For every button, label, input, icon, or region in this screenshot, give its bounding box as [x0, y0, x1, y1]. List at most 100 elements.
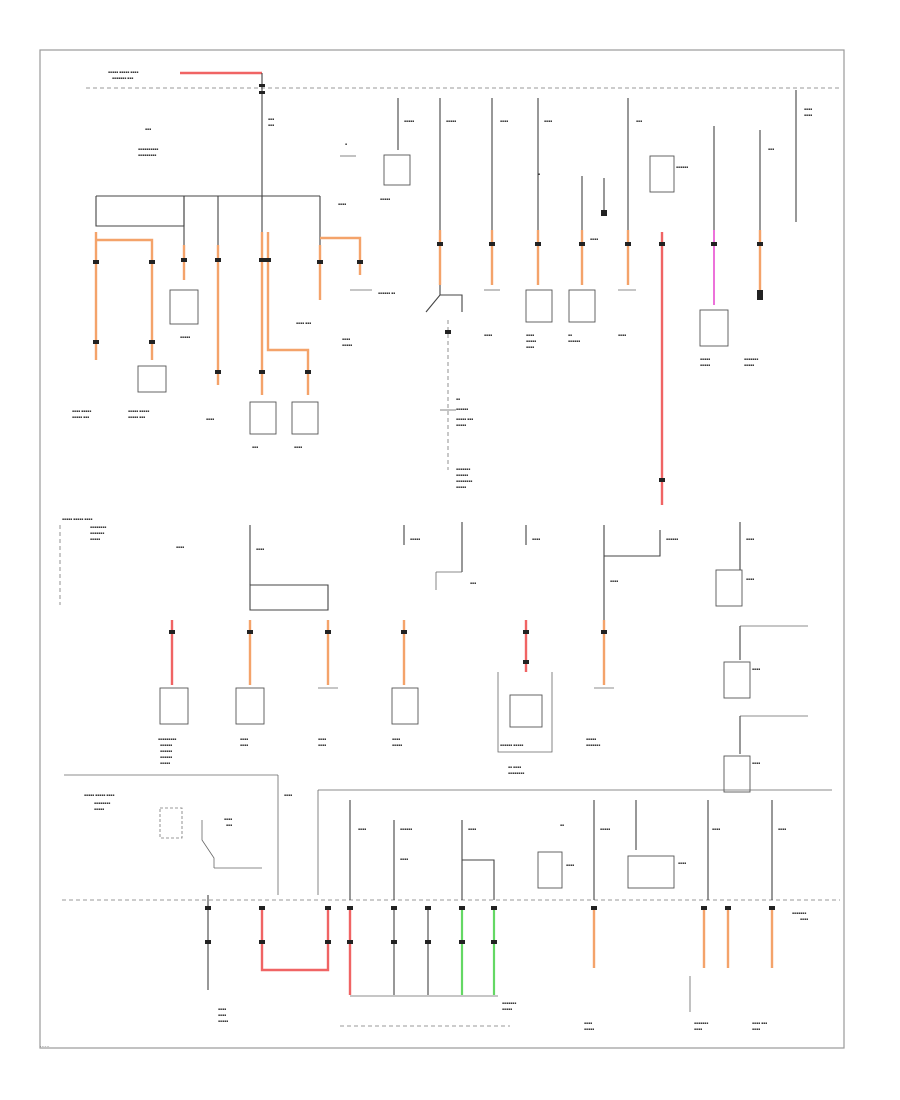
svg-text:▪▪▪▪▪▪▪▪: ▪▪▪▪▪▪▪▪	[508, 771, 524, 775]
svg-text:▪▪▪▪▪: ▪▪▪▪▪	[600, 827, 610, 831]
svg-text:▪▪▪▪▪▪▪: ▪▪▪▪▪▪▪	[694, 1021, 708, 1025]
svg-text:▪▪▪▪▪: ▪▪▪▪▪	[446, 119, 456, 123]
svg-text:▪▪▪▪▪: ▪▪▪▪▪	[90, 537, 100, 541]
svg-text:▪▪ ▪▪▪▪: ▪▪ ▪▪▪▪	[508, 765, 521, 769]
svg-text:▪▪▪▪: ▪▪▪▪	[342, 337, 350, 341]
svg-text:▪▪▪▪: ▪▪▪▪	[500, 119, 508, 123]
svg-text:▪▪▪▪▪ ▪▪▪▪▪ ▪▪▪▪: ▪▪▪▪▪ ▪▪▪▪▪ ▪▪▪▪	[108, 70, 138, 74]
svg-text:▪▪▪▪▪▪: ▪▪▪▪▪▪	[160, 743, 172, 747]
svg-text:▪▪▪▪: ▪▪▪▪	[584, 1021, 592, 1025]
svg-text:▪▪▪▪: ▪▪▪▪	[400, 857, 408, 861]
bottom-section: ▪▪▪▪▪ ▪▪▪▪▪ ▪▪▪▪ ▪▪▪▪▪▪▪▪ ▪▪▪▪▪ ▪▪▪▪ ▪▪▪…	[62, 774, 840, 1031]
svg-text:▪▪▪: ▪▪▪	[768, 147, 774, 151]
svg-text:▪▪▪▪: ▪▪▪▪	[358, 827, 366, 831]
svg-text:▪▪▪▪: ▪▪▪▪	[804, 113, 812, 117]
svg-text:▪▪▪▪: ▪▪▪▪	[294, 445, 302, 449]
svg-text:▪▪▪▪▪: ▪▪▪▪▪	[700, 363, 710, 367]
svg-text:▪▪▪▪: ▪▪▪▪	[318, 737, 326, 741]
svg-text:▪▪▪▪ ▪▪▪: ▪▪▪▪ ▪▪▪	[296, 321, 311, 325]
svg-text:▪▪▪▪: ▪▪▪▪	[224, 817, 232, 821]
svg-text:▪▪▪▪: ▪▪▪▪	[526, 345, 534, 349]
svg-text:▪▪▪: ▪▪▪	[268, 123, 274, 127]
svg-text:▪▪▪▪: ▪▪▪▪	[532, 537, 540, 541]
svg-text:▪▪▪▪: ▪▪▪▪	[468, 827, 476, 831]
svg-text:▪▪▪▪▪: ▪▪▪▪▪	[380, 197, 390, 201]
svg-text:▪▪▪▪: ▪▪▪▪	[544, 119, 552, 123]
svg-text:▪▪▪▪▪: ▪▪▪▪▪	[404, 119, 414, 123]
svg-text:▪▪▪▪▪: ▪▪▪▪▪	[700, 357, 710, 361]
svg-text:▪▪▪▪: ▪▪▪▪	[284, 793, 292, 797]
svg-text:▪▪▪▪▪▪▪▪▪▪: ▪▪▪▪▪▪▪▪▪▪	[138, 147, 158, 151]
svg-text:▪▪▪: ▪▪▪	[268, 117, 274, 121]
svg-text:▪▪▪▪: ▪▪▪▪	[752, 667, 760, 671]
svg-text:▪▪▪▪: ▪▪▪▪	[338, 202, 346, 206]
svg-text:▪▪▪▪▪ ▪▪▪▪▪ ▪▪▪▪: ▪▪▪▪▪ ▪▪▪▪▪ ▪▪▪▪	[84, 793, 114, 797]
svg-text:▪▪▪▪▪ ▪▪▪▪▪ ▪▪▪▪: ▪▪▪▪▪ ▪▪▪▪▪ ▪▪▪▪	[62, 517, 92, 521]
svg-text:▪▪▪▪: ▪▪▪▪	[804, 107, 812, 111]
svg-text:▪▪▪▪: ▪▪▪▪	[318, 743, 326, 747]
svg-text:▪▪▪▪ ▪▪▪▪▪: ▪▪▪▪ ▪▪▪▪▪	[72, 409, 91, 413]
top-section: ▪▪▪▪▪ ▪▪▪▪▪ ▪▪▪▪ ▪▪▪▪▪▪▪ ▪▪▪ ▪▪▪ ▪▪▪ ▪▪▪…	[72, 70, 840, 505]
svg-text:▪▪▪▪: ▪▪▪▪	[694, 1027, 702, 1031]
svg-text:▪▪▪: ▪▪▪	[470, 581, 476, 585]
svg-text:▪▪▪▪▪▪▪: ▪▪▪▪▪▪▪	[744, 357, 758, 361]
svg-text:▪▪▪▪▪: ▪▪▪▪▪	[410, 537, 420, 541]
svg-text:▪▪▪▪▪▪▪▪: ▪▪▪▪▪▪▪▪	[90, 525, 106, 529]
svg-text:▪▪▪▪▪▪ ▪▪▪▪▪: ▪▪▪▪▪▪ ▪▪▪▪▪	[500, 743, 523, 747]
svg-text:▪▪▪: ▪▪▪	[226, 823, 232, 827]
svg-text:▪▪▪▪: ▪▪▪▪	[752, 761, 760, 765]
svg-text:▪▪▪▪▪▪ ▪▪: ▪▪▪▪▪▪ ▪▪	[378, 291, 395, 295]
page-label: ......	[40, 1043, 50, 1049]
svg-text:▪▪▪▪▪▪▪: ▪▪▪▪▪▪▪	[586, 743, 600, 747]
svg-text:▪▪▪▪▪ ▪▪▪: ▪▪▪▪▪ ▪▪▪	[72, 415, 89, 419]
svg-text:▪▪▪▪: ▪▪▪▪	[590, 237, 598, 241]
svg-text:▪▪▪▪▪: ▪▪▪▪▪	[502, 1007, 512, 1011]
svg-text:▪▪▪▪▪▪▪: ▪▪▪▪▪▪▪	[456, 467, 470, 471]
svg-text:▪▪: ▪▪	[560, 823, 564, 827]
svg-text:▪▪▪▪▪ ▪▪▪: ▪▪▪▪▪ ▪▪▪	[128, 415, 145, 419]
svg-text:▪▪▪▪: ▪▪▪▪	[526, 333, 534, 337]
svg-text:▪▪▪▪: ▪▪▪▪	[678, 861, 686, 865]
svg-text:▪▪▪▪: ▪▪▪▪	[566, 863, 574, 867]
svg-text:▪▪▪▪: ▪▪▪▪	[746, 577, 754, 581]
svg-text:▪▪: ▪▪	[456, 397, 460, 401]
svg-text:▪▪▪▪▪▪▪: ▪▪▪▪▪▪▪	[90, 531, 104, 535]
svg-text:▪▪▪▪▪: ▪▪▪▪▪	[744, 363, 754, 367]
svg-text:▪▪▪▪▪: ▪▪▪▪▪	[94, 807, 104, 811]
diagram-frame	[39, 49, 845, 1049]
middle-section: ▪▪▪▪▪ ▪▪▪▪▪ ▪▪▪▪ ▪▪▪▪▪▪▪▪ ▪▪▪▪▪▪▪ ▪▪▪▪▪ …	[59, 517, 808, 793]
svg-text:▪▪▪: ▪▪▪	[636, 119, 642, 123]
svg-text:▪: ▪	[345, 142, 347, 146]
svg-text:▪: ▪	[538, 172, 540, 176]
svg-text:▪▪▪▪: ▪▪▪▪	[240, 743, 248, 747]
svg-text:▪▪▪▪: ▪▪▪▪	[618, 333, 626, 337]
svg-text:▪▪▪: ▪▪▪	[145, 127, 151, 131]
svg-text:▪▪▪▪▪▪: ▪▪▪▪▪▪	[400, 827, 412, 831]
svg-text:▪▪▪▪: ▪▪▪▪	[712, 827, 720, 831]
svg-text:▪▪▪▪▪▪▪▪▪: ▪▪▪▪▪▪▪▪▪	[138, 153, 156, 157]
svg-text:▪▪▪▪▪▪▪: ▪▪▪▪▪▪▪	[792, 911, 806, 915]
svg-text:▪▪▪▪▪▪: ▪▪▪▪▪▪	[160, 749, 172, 753]
svg-text:▪▪▪▪▪▪: ▪▪▪▪▪▪	[456, 407, 468, 411]
svg-text:▪▪▪▪▪: ▪▪▪▪▪	[526, 339, 536, 343]
svg-text:▪▪▪▪: ▪▪▪▪	[256, 547, 264, 551]
svg-text:▪▪▪▪: ▪▪▪▪	[206, 417, 214, 421]
svg-text:▪▪▪▪▪ ▪▪▪▪▪: ▪▪▪▪▪ ▪▪▪▪▪	[128, 409, 149, 413]
svg-text:▪▪▪▪▪▪: ▪▪▪▪▪▪	[568, 339, 580, 343]
svg-text:▪▪▪▪▪▪: ▪▪▪▪▪▪	[160, 755, 172, 759]
svg-text:▪▪▪▪: ▪▪▪▪	[218, 1007, 226, 1011]
svg-text:▪▪▪▪ ▪▪▪: ▪▪▪▪ ▪▪▪	[752, 1021, 767, 1025]
svg-text:▪▪▪▪▪: ▪▪▪▪▪	[586, 737, 596, 741]
svg-text:▪▪▪▪▪: ▪▪▪▪▪	[456, 485, 466, 489]
svg-text:▪▪▪▪: ▪▪▪▪	[746, 537, 754, 541]
svg-text:▪▪▪▪▪▪: ▪▪▪▪▪▪	[676, 165, 688, 169]
svg-text:▪▪▪▪: ▪▪▪▪	[176, 545, 184, 549]
svg-text:▪▪▪▪▪▪: ▪▪▪▪▪▪	[666, 537, 678, 541]
svg-text:▪▪▪▪▪: ▪▪▪▪▪	[584, 1027, 594, 1031]
svg-text:▪▪▪▪▪: ▪▪▪▪▪	[456, 423, 466, 427]
svg-text:▪▪▪▪▪: ▪▪▪▪▪	[342, 343, 352, 347]
svg-text:▪▪▪▪: ▪▪▪▪	[778, 827, 786, 831]
svg-text:▪▪▪▪▪ ▪▪▪: ▪▪▪▪▪ ▪▪▪	[456, 417, 473, 421]
svg-text:▪▪▪▪: ▪▪▪▪	[240, 737, 248, 741]
